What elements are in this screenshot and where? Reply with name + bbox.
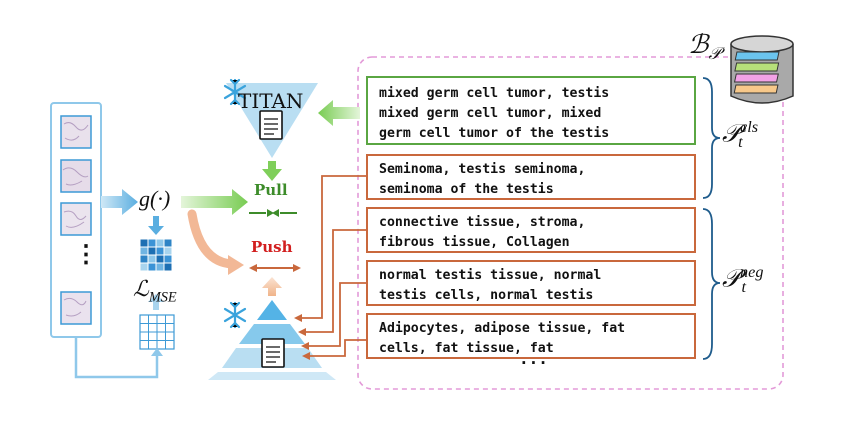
- titan-down-arrow: [262, 161, 282, 181]
- push-arrows: [249, 264, 301, 272]
- titan-encoder: [226, 83, 318, 158]
- database-icon: [730, 35, 794, 104]
- push-curve: [187, 209, 237, 269]
- tissue-patch: [60, 159, 92, 193]
- prompt-line: mixed germ cell tumor, testis: [379, 86, 610, 101]
- to-heatmap-arrow: [148, 216, 164, 235]
- prompt-line: Seminoma, testis seminoma,: [379, 162, 586, 177]
- prompt-box-neg: Adipocytes, adipose tissue, fat cells, fa…: [366, 313, 696, 359]
- snowflake-icon: [223, 78, 247, 106]
- text-to-titan-arrow: [318, 100, 360, 126]
- tissue-patch: [60, 202, 92, 236]
- prompt-bank-frame: [357, 56, 784, 390]
- prompt-line: mixed germ cell tumor, mixed: [379, 106, 602, 121]
- prompt-line: germ cell tumor of the testis: [379, 126, 610, 141]
- text-encoder-pyramid: [208, 300, 336, 380]
- prompt-line: seminoma of the testis: [379, 182, 554, 197]
- loss-arrow: [148, 294, 164, 310]
- neg-prompt-set-label: 𝒫negt: [722, 263, 764, 297]
- pull-arrows: [249, 209, 297, 217]
- feature-arrow: [181, 189, 248, 215]
- prompt-bank-label: ℬ𝒫: [688, 30, 721, 64]
- connector-heads: [294, 314, 310, 360]
- predicted-heatmap: [139, 238, 173, 272]
- tissue-patch: [60, 115, 92, 149]
- document-icon: [259, 110, 283, 140]
- encoder-label: g(·): [139, 186, 171, 211]
- target-loop: [74, 337, 159, 379]
- prompt-line: cells, fat tissue, fat: [379, 341, 554, 356]
- prompt-box-cls: Seminoma, testis seminoma, seminoma of th…: [366, 154, 696, 200]
- document-icon: [261, 338, 285, 368]
- prompt-line: testis cells, normal testis: [379, 288, 594, 303]
- prompt-box-cls: mixed germ cell tumor, testis mixed germ …: [366, 76, 696, 145]
- cls-brace: [702, 77, 721, 199]
- patch-ellipsis: ⋮: [74, 239, 98, 268]
- cls-prompt-set-label: 𝒫clst: [722, 118, 759, 152]
- target-heatmap: [139, 314, 175, 350]
- mse-loss-label: ℒMSE: [133, 276, 177, 306]
- neg-brace: [702, 208, 721, 360]
- prompt-box-neg: normal testis tissue, normal testis cells…: [366, 260, 696, 306]
- snowflake-icon: [223, 301, 247, 329]
- tissue-patch: [60, 291, 92, 325]
- prompt-connectors: [302, 175, 366, 357]
- push-label: Push: [251, 238, 293, 256]
- patch-column: [50, 102, 102, 338]
- encode-arrow: [101, 189, 138, 215]
- prompt-box-neg: connective tissue, stroma, fibrous tissue…: [366, 207, 696, 253]
- prompt-line: Adipocytes, adipose tissue, fat: [379, 321, 626, 336]
- prompt-line: fibrous tissue, Collagen: [379, 235, 570, 250]
- pull-label: Pull: [254, 181, 288, 199]
- titan-label: TITAN: [238, 89, 304, 113]
- pyramid-up-arrow: [262, 277, 282, 296]
- prompt-line: connective tissue, stroma,: [379, 215, 586, 230]
- prompt-line: normal testis tissue, normal: [379, 268, 602, 283]
